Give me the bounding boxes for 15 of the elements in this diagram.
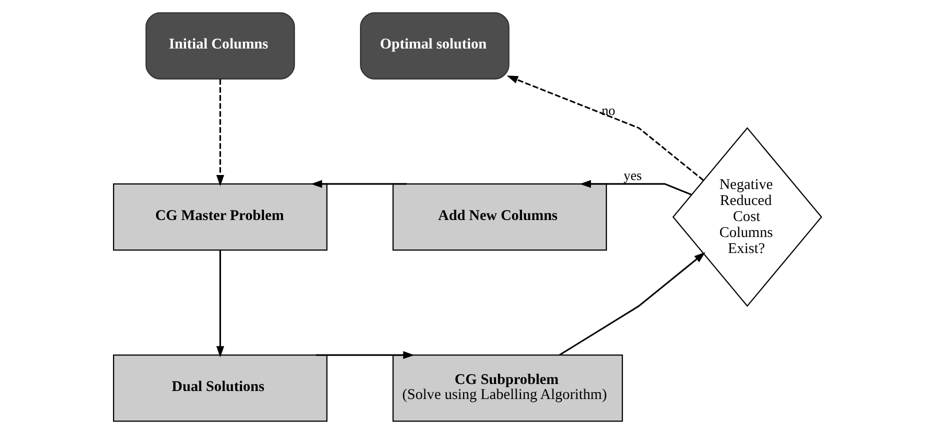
node-box: CG Master Problem [113,183,328,251]
arrow [216,79,224,186]
node-box: Add New Columns [392,183,607,251]
node-box: Optimal solution [360,12,510,80]
node-box: CG Subproblem (Solve using Labelling Algorithm) [392,354,623,422]
arrow [216,250,224,358]
arrow [506,76,704,181]
node-diamond: Negative Reduced Cost Columns Exist? [672,127,822,307]
node-box: Initial Columns [146,12,295,80]
edge-label: yes [624,168,642,184]
arrow [559,252,706,356]
arrow [580,180,692,196]
arrow [310,180,408,188]
node-box: Dual Solutions [113,354,328,422]
arrow [315,351,414,359]
